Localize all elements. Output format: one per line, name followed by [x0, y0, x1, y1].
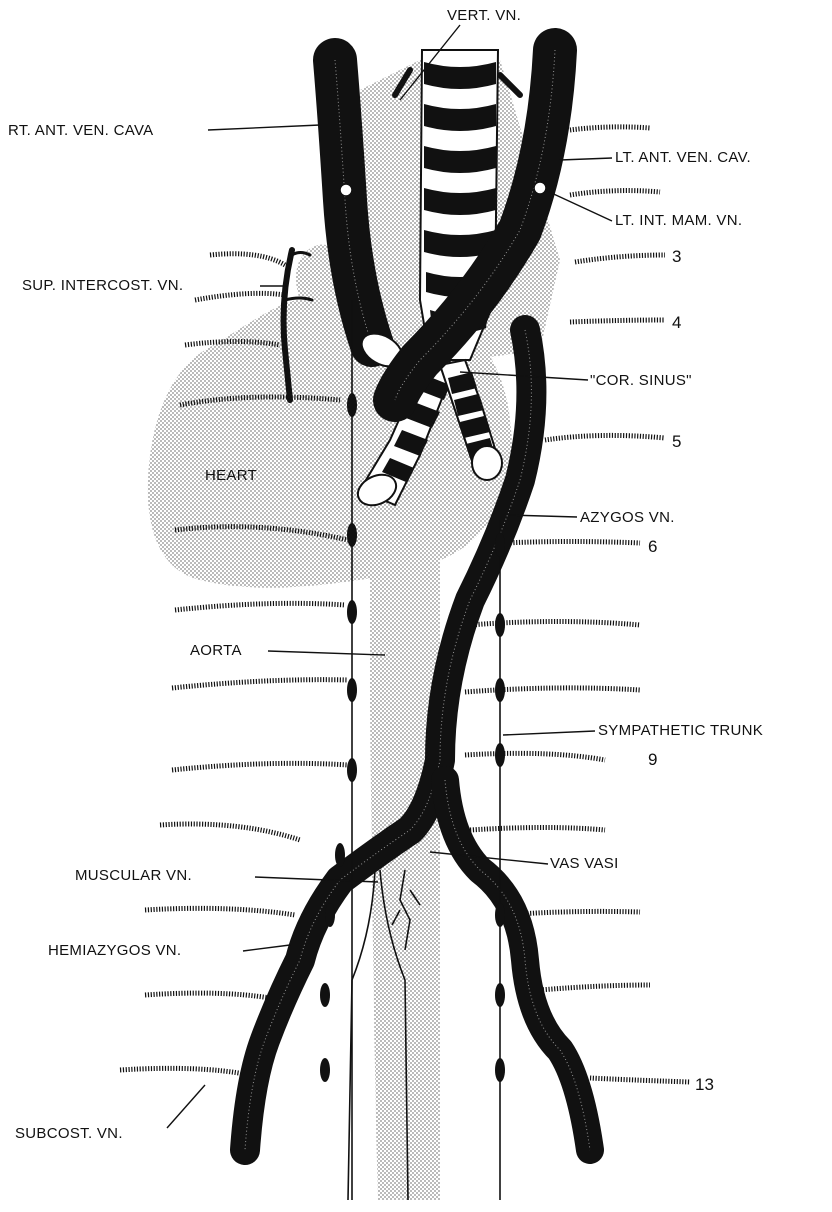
hemiazygos-vn-label: HEMIAZYGOS VN. [48, 942, 181, 959]
vert-vn-label: VERT. VN. [447, 7, 521, 24]
label-rt-ant-ven-cava: RT. ANT. VEN. CAVA [8, 122, 320, 139]
aorta-label: AORTA [190, 642, 242, 659]
label-sympathetic-trunk: SYMPATHETIC TRUNK [503, 722, 763, 739]
label-hemiazygos-vn: HEMIAZYGOS VN. [48, 942, 290, 959]
rib-number-5: 5 [672, 432, 681, 451]
cor-sinus-label: "COR. SINUS" [590, 372, 692, 389]
sympathetic-trunk-label: SYMPATHETIC TRUNK [598, 722, 763, 739]
subcost-vn-label: SUBCOST. VN. [15, 1125, 123, 1142]
label-subcost-vn: SUBCOST. VN. [15, 1085, 205, 1142]
heart-label: HEART [205, 467, 257, 484]
label-aorta: AORTA [190, 642, 385, 659]
sup-intercost-vn-label: SUP. INTERCOST. VN. [22, 277, 183, 294]
muscular-vn-label: MUSCULAR VN. [75, 867, 192, 884]
azygos-vn-label: AZYGOS VN. [580, 509, 675, 526]
rib-number-9: 9 [648, 750, 657, 769]
rib-number-3: 3 [672, 247, 681, 266]
rt-ant-ven-cava-label: RT. ANT. VEN. CAVA [8, 122, 153, 139]
vas-vasi-label: VAS VASI [550, 855, 619, 872]
label-lt-int-mam-vn: LT. INT. MAM. VN. [545, 190, 742, 229]
rib-number-4: 4 [672, 313, 681, 332]
rib-number-13: 13 [695, 1075, 714, 1094]
label-heart: HEART [205, 467, 257, 484]
rib-number-6: 6 [648, 537, 657, 556]
label-lt-ant-ven-cav: LT. ANT. VEN. CAV. [560, 149, 751, 166]
lt-ant-ven-cav-label: LT. ANT. VEN. CAV. [615, 149, 751, 166]
lower-azygos-right [445, 780, 590, 1150]
label-azygos-vn: AZYGOS VN. [508, 509, 675, 526]
lt-int-mam-vn-label: LT. INT. MAM. VN. [615, 212, 742, 229]
